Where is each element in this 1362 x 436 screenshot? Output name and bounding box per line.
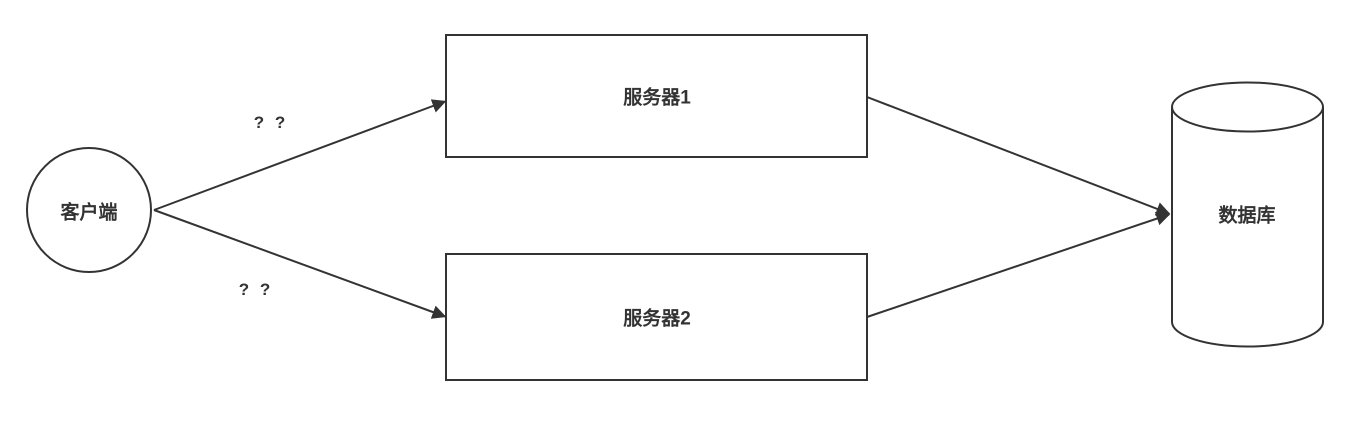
edge-client-to-server2 <box>153 209 447 319</box>
edge-server1-to-database <box>866 96 1171 216</box>
database-node-label: 数据库 <box>1218 205 1276 227</box>
server2-node-label: 服务器2 <box>623 308 691 330</box>
edge-server2-to-database <box>866 211 1171 318</box>
database-node-shape <box>1171 81 1324 348</box>
client-node-label: 客户端 <box>60 202 118 224</box>
server1-node-label: 服务器1 <box>623 87 691 109</box>
edge-label-client-server1: ? ? <box>253 113 289 132</box>
database-cylinder-top <box>1171 81 1324 133</box>
edge-label-client-server2: ? ? <box>238 280 274 299</box>
server1-node-shape <box>445 34 868 158</box>
server2-node-shape <box>445 253 868 381</box>
client-node-shape <box>26 147 152 273</box>
database-cylinder-body <box>1171 107 1324 348</box>
edge-client-to-server1 <box>153 99 447 211</box>
